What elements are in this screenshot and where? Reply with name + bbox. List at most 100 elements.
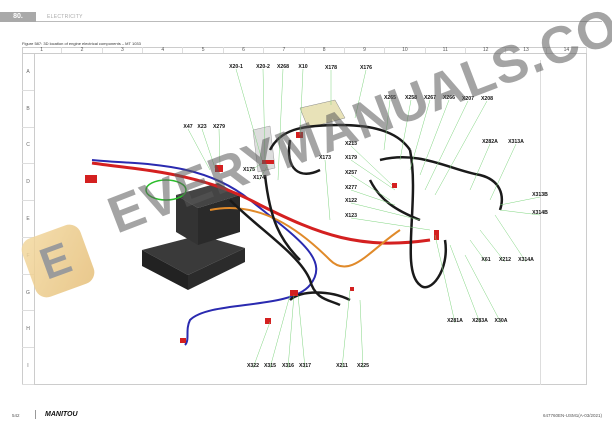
connectors <box>85 132 439 343</box>
grid-column-label: 1 <box>22 47 63 53</box>
leader-line <box>299 68 304 136</box>
connector-label: X225 <box>357 363 369 369</box>
grid-column-label: 9 <box>345 47 386 53</box>
header-divider <box>36 21 602 22</box>
orange-cable <box>209 207 401 268</box>
connector-label: X314B <box>532 210 548 216</box>
connector-label: X179 <box>345 155 357 161</box>
leader-line <box>359 299 364 369</box>
figure-caption: Figure 587: 3D location of engine electr… <box>22 41 141 46</box>
connector-label: X317 <box>299 363 311 369</box>
leader-line <box>287 294 295 369</box>
connector-label: X23 <box>197 124 206 130</box>
connector-label: X30A <box>495 318 508 324</box>
leader-line <box>354 69 367 119</box>
battery-tray <box>142 235 245 290</box>
grid-column-label: 8 <box>305 47 345 53</box>
leader-line <box>350 217 431 231</box>
leader-line <box>383 99 391 151</box>
leader-line <box>350 145 393 186</box>
leader-line <box>297 294 306 369</box>
leader-line <box>201 128 216 169</box>
main-harness <box>229 123 504 307</box>
grid-row-label: D <box>22 164 34 202</box>
connector-label: X122 <box>345 198 357 204</box>
grid-column-label: 2 <box>62 47 103 53</box>
page-number: 542 <box>12 413 20 418</box>
connector-label: X211 <box>336 363 348 369</box>
leader-line <box>341 289 351 369</box>
connector-label: X281A <box>447 318 463 324</box>
leader-line <box>399 99 412 161</box>
connector-label: X178 <box>325 65 337 71</box>
footer-divider <box>35 410 36 419</box>
connector-label: X20-2 <box>256 64 270 70</box>
leader-line <box>324 159 331 221</box>
leader-line <box>277 68 284 181</box>
leader-line <box>469 239 487 263</box>
connector-label: X322 <box>247 363 259 369</box>
leader-line <box>235 68 263 161</box>
leader-line <box>409 99 431 171</box>
leader-line <box>248 162 263 173</box>
connector-label: X277 <box>345 185 357 191</box>
leader-line <box>494 214 527 263</box>
connector-label: X20-1 <box>229 64 243 70</box>
connector-label: X174 <box>253 175 265 181</box>
leader-line <box>489 143 517 201</box>
grid-column-label: 14 <box>547 47 588 53</box>
figure-inner-border <box>540 60 541 385</box>
leader-line <box>464 254 502 324</box>
leader-line <box>424 100 469 191</box>
connector-label: X10 <box>298 64 307 70</box>
connector-label: X258 <box>405 95 417 101</box>
grid-row-label: C <box>22 128 34 165</box>
connector-label: X47 <box>183 124 192 130</box>
connector-label: X313B <box>532 192 548 198</box>
connector-label: X315 <box>264 363 276 369</box>
grid-column-label: 6 <box>224 47 265 53</box>
grid-column-label: 12 <box>466 47 507 53</box>
grid-row-label: G <box>22 275 34 312</box>
connector-label: X314A <box>518 257 534 263</box>
leader-line <box>350 189 396 206</box>
connector-label: X61 <box>481 257 490 263</box>
leader-line <box>258 164 269 181</box>
grid-row-label: E <box>22 201 34 238</box>
leader-line <box>350 202 421 221</box>
grid-row-label: H <box>22 311 34 349</box>
leader-line <box>434 234 456 324</box>
leader-line <box>350 174 391 201</box>
leader-line <box>262 68 266 161</box>
connector-label: X176 <box>360 65 372 71</box>
leader-line <box>252 321 271 369</box>
section-number: 80. <box>0 12 36 22</box>
green-loop <box>145 179 187 201</box>
leader-line <box>350 159 396 191</box>
grid-row-header: ABCDEFGHI <box>22 54 35 386</box>
leader-line <box>469 143 491 191</box>
grid-column-label: 3 <box>103 47 144 53</box>
connector-label: X316 <box>282 363 294 369</box>
grid-column-label: 13 <box>506 47 547 53</box>
fuse-box <box>299 99 346 129</box>
leader-line <box>218 128 221 166</box>
connector-label: X268 <box>277 64 289 70</box>
leader-line <box>187 128 211 171</box>
grid-row-label: A <box>22 54 34 91</box>
connector-label: X313A <box>508 139 524 145</box>
connector-label: X266 <box>443 95 455 101</box>
leader-line <box>269 294 291 369</box>
grid-column-label: 11 <box>426 47 466 53</box>
leader-line <box>434 100 488 196</box>
leader-line <box>419 99 450 176</box>
grid-column-label: 4 <box>143 47 184 53</box>
grid-column-label: 5 <box>183 47 224 53</box>
connector-label: X279 <box>213 124 225 130</box>
blue-cable <box>91 159 318 346</box>
leader-line <box>499 209 541 216</box>
leader-line <box>499 196 541 206</box>
